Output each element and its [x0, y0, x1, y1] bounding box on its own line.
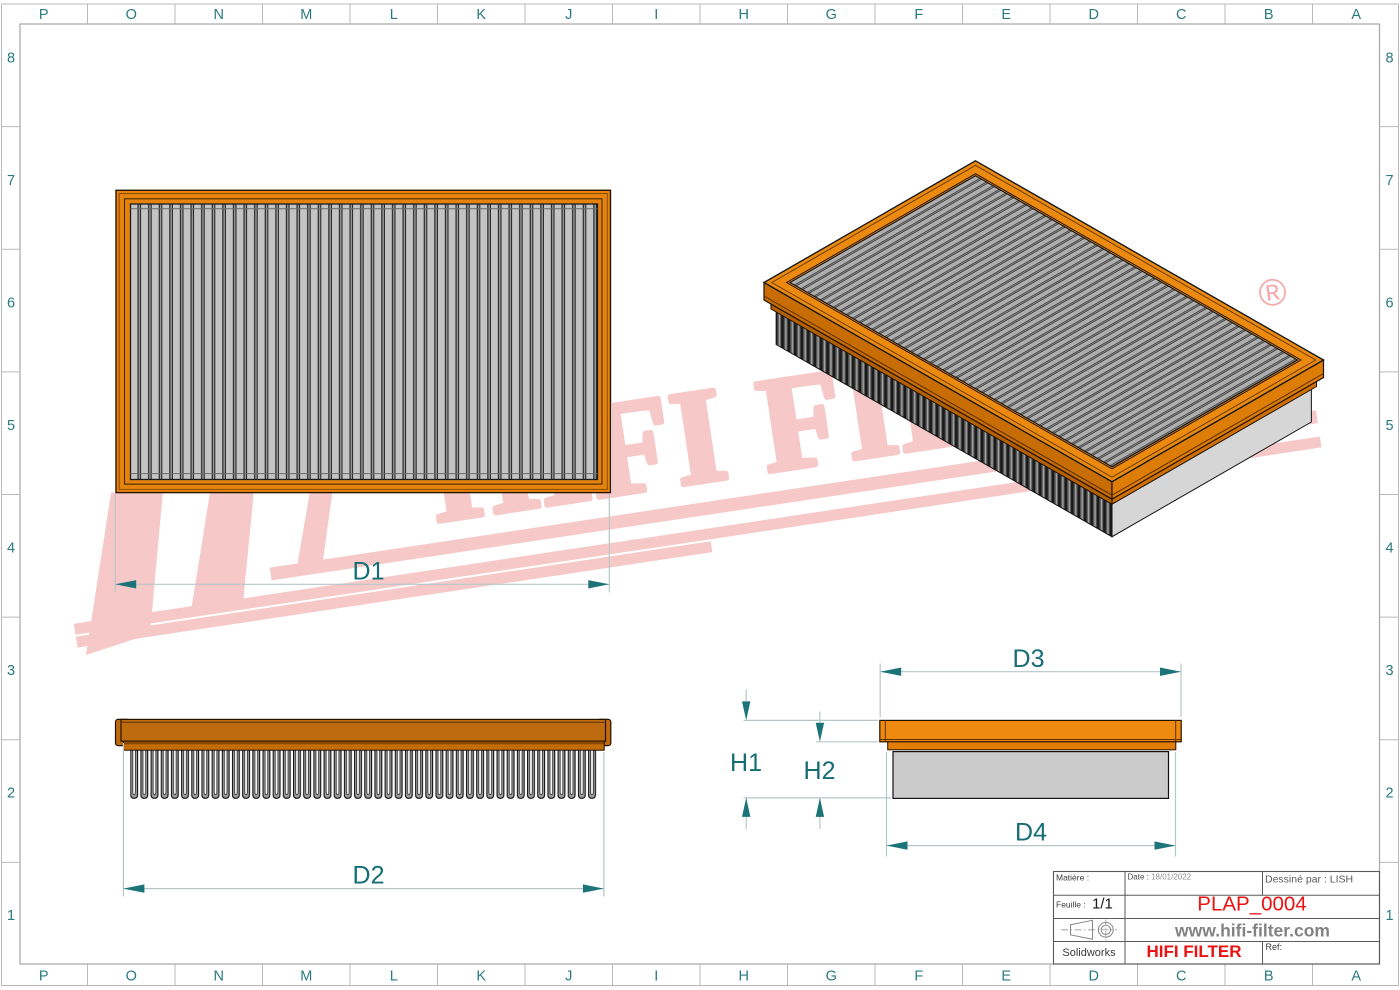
svg-text:E: E — [1001, 969, 1011, 985]
svg-text:F: F — [914, 7, 923, 23]
svg-text:H1: H1 — [730, 749, 762, 777]
svg-text:A: A — [1351, 7, 1361, 23]
svg-text:I: I — [654, 7, 658, 23]
svg-text:®: ® — [1256, 271, 1290, 316]
svg-text:8: 8 — [7, 51, 15, 67]
svg-text:K: K — [476, 7, 486, 23]
svg-text:K: K — [476, 969, 486, 985]
svg-text:D1: D1 — [353, 558, 385, 586]
svg-text:5: 5 — [7, 418, 15, 434]
svg-text:B: B — [1264, 7, 1274, 23]
svg-text:4: 4 — [7, 541, 15, 557]
svg-text:Solidworks: Solidworks — [1062, 947, 1116, 959]
svg-text:Dessiné par : LISH: Dessiné par : LISH — [1265, 874, 1353, 886]
svg-text:Date : 18/01/2022: Date : 18/01/2022 — [1128, 873, 1192, 882]
svg-text:C: C — [1176, 969, 1186, 985]
svg-text:L: L — [390, 969, 398, 985]
svg-text:M: M — [300, 7, 312, 23]
svg-text:D4: D4 — [1015, 819, 1047, 847]
svg-text:HIFI FILTER: HIFI FILTER — [1146, 942, 1241, 961]
svg-text:Ref:: Ref: — [1266, 942, 1283, 952]
svg-text:A: A — [1351, 969, 1361, 985]
svg-text:O: O — [126, 7, 137, 23]
svg-text:M: M — [300, 969, 312, 985]
svg-text:B: B — [1264, 969, 1274, 985]
svg-text:3: 3 — [1385, 663, 1393, 679]
svg-text:N: N — [214, 969, 224, 985]
svg-text:2: 2 — [1385, 786, 1393, 802]
svg-text:1/1: 1/1 — [1092, 896, 1113, 913]
svg-text:1: 1 — [7, 908, 15, 924]
svg-text:F: F — [914, 969, 923, 985]
svg-text:I: I — [654, 969, 658, 985]
svg-text:N: N — [214, 7, 224, 23]
svg-text:7: 7 — [7, 173, 15, 189]
svg-text:D2: D2 — [353, 862, 385, 890]
svg-text:O: O — [126, 969, 137, 985]
svg-text:G: G — [826, 969, 837, 985]
svg-text:G: G — [826, 7, 837, 23]
svg-text:H: H — [739, 7, 749, 23]
svg-text:J: J — [565, 7, 572, 23]
svg-text:8: 8 — [1385, 51, 1393, 67]
svg-text:5: 5 — [1385, 418, 1393, 434]
svg-text:C: C — [1176, 7, 1186, 23]
svg-text:PLAP_0004: PLAP_0004 — [1197, 893, 1306, 916]
svg-text:www.hifi-filter.com: www.hifi-filter.com — [1174, 920, 1330, 940]
svg-text:Matière :: Matière : — [1056, 873, 1089, 883]
svg-text:P: P — [39, 7, 49, 23]
svg-text:3: 3 — [7, 663, 15, 679]
svg-text:Feuille :: Feuille : — [1056, 900, 1086, 910]
svg-text:7: 7 — [1385, 173, 1393, 189]
svg-text:2: 2 — [7, 786, 15, 802]
svg-text:H2: H2 — [804, 757, 836, 785]
svg-text:D: D — [1089, 969, 1099, 985]
svg-text:D: D — [1089, 7, 1099, 23]
svg-text:L: L — [390, 7, 398, 23]
svg-text:1: 1 — [1385, 908, 1393, 924]
svg-text:D3: D3 — [1013, 645, 1045, 673]
svg-text:6: 6 — [1385, 296, 1393, 312]
svg-text:P: P — [39, 969, 49, 985]
svg-text:J: J — [565, 969, 572, 985]
svg-text:4: 4 — [1385, 541, 1393, 557]
svg-text:E: E — [1001, 7, 1011, 23]
svg-text:H: H — [739, 969, 749, 985]
svg-text:6: 6 — [7, 296, 15, 312]
